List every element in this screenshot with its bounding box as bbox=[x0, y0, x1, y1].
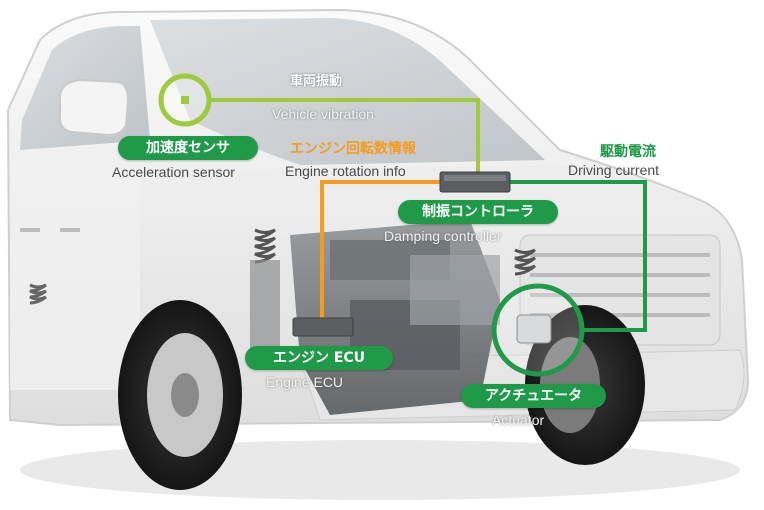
vehicle-vibration-label-ja: 車両振動 bbox=[290, 74, 343, 89]
rear-wheel bbox=[118, 300, 242, 490]
damping-controller-label-en: Damping controller bbox=[384, 228, 502, 244]
actuator-label-ja: アクチュエータ bbox=[461, 384, 606, 408]
actuator-label-en: Actuator bbox=[492, 412, 545, 428]
actuator-marker bbox=[491, 283, 585, 377]
damping-controller-box bbox=[439, 171, 511, 193]
engine-rotation-line bbox=[320, 180, 440, 322]
engine-rotation-label-en: Engine rotation info bbox=[285, 163, 406, 179]
driving-current-label-ja: 駆動電流 bbox=[600, 144, 656, 160]
left-spring bbox=[29, 283, 47, 305]
vehicle-vibration-line bbox=[210, 98, 480, 182]
side-mirror bbox=[59, 78, 130, 137]
acceleration-sensor-marker bbox=[158, 73, 212, 127]
driving-current-line bbox=[500, 180, 647, 332]
engine-ecu-label-en: Engine ECU bbox=[266, 374, 344, 390]
vehicle-vibration-label-en: Vehicle vibration bbox=[272, 106, 374, 122]
ground-shadow bbox=[20, 440, 740, 500]
damping-controller-label-ja: 制振コントローラ bbox=[398, 200, 558, 224]
windshield bbox=[150, 18, 545, 165]
front-spring bbox=[514, 248, 536, 276]
driving-current-label-en: Driving current bbox=[568, 162, 660, 178]
engine-ecu-box bbox=[292, 317, 354, 337]
engine-rotation-label-ja: エンジン回転数情報 bbox=[290, 141, 416, 157]
door-panel bbox=[10, 160, 140, 390]
acceleration-sensor-label-ja: 加速度センサ bbox=[118, 136, 258, 160]
signal-lines bbox=[210, 98, 647, 332]
rear-spring bbox=[250, 228, 280, 350]
engine-ecu-label-ja: エンジン ECU bbox=[245, 346, 393, 370]
acceleration-sensor-label-en: Acceleration sensor bbox=[112, 164, 235, 180]
